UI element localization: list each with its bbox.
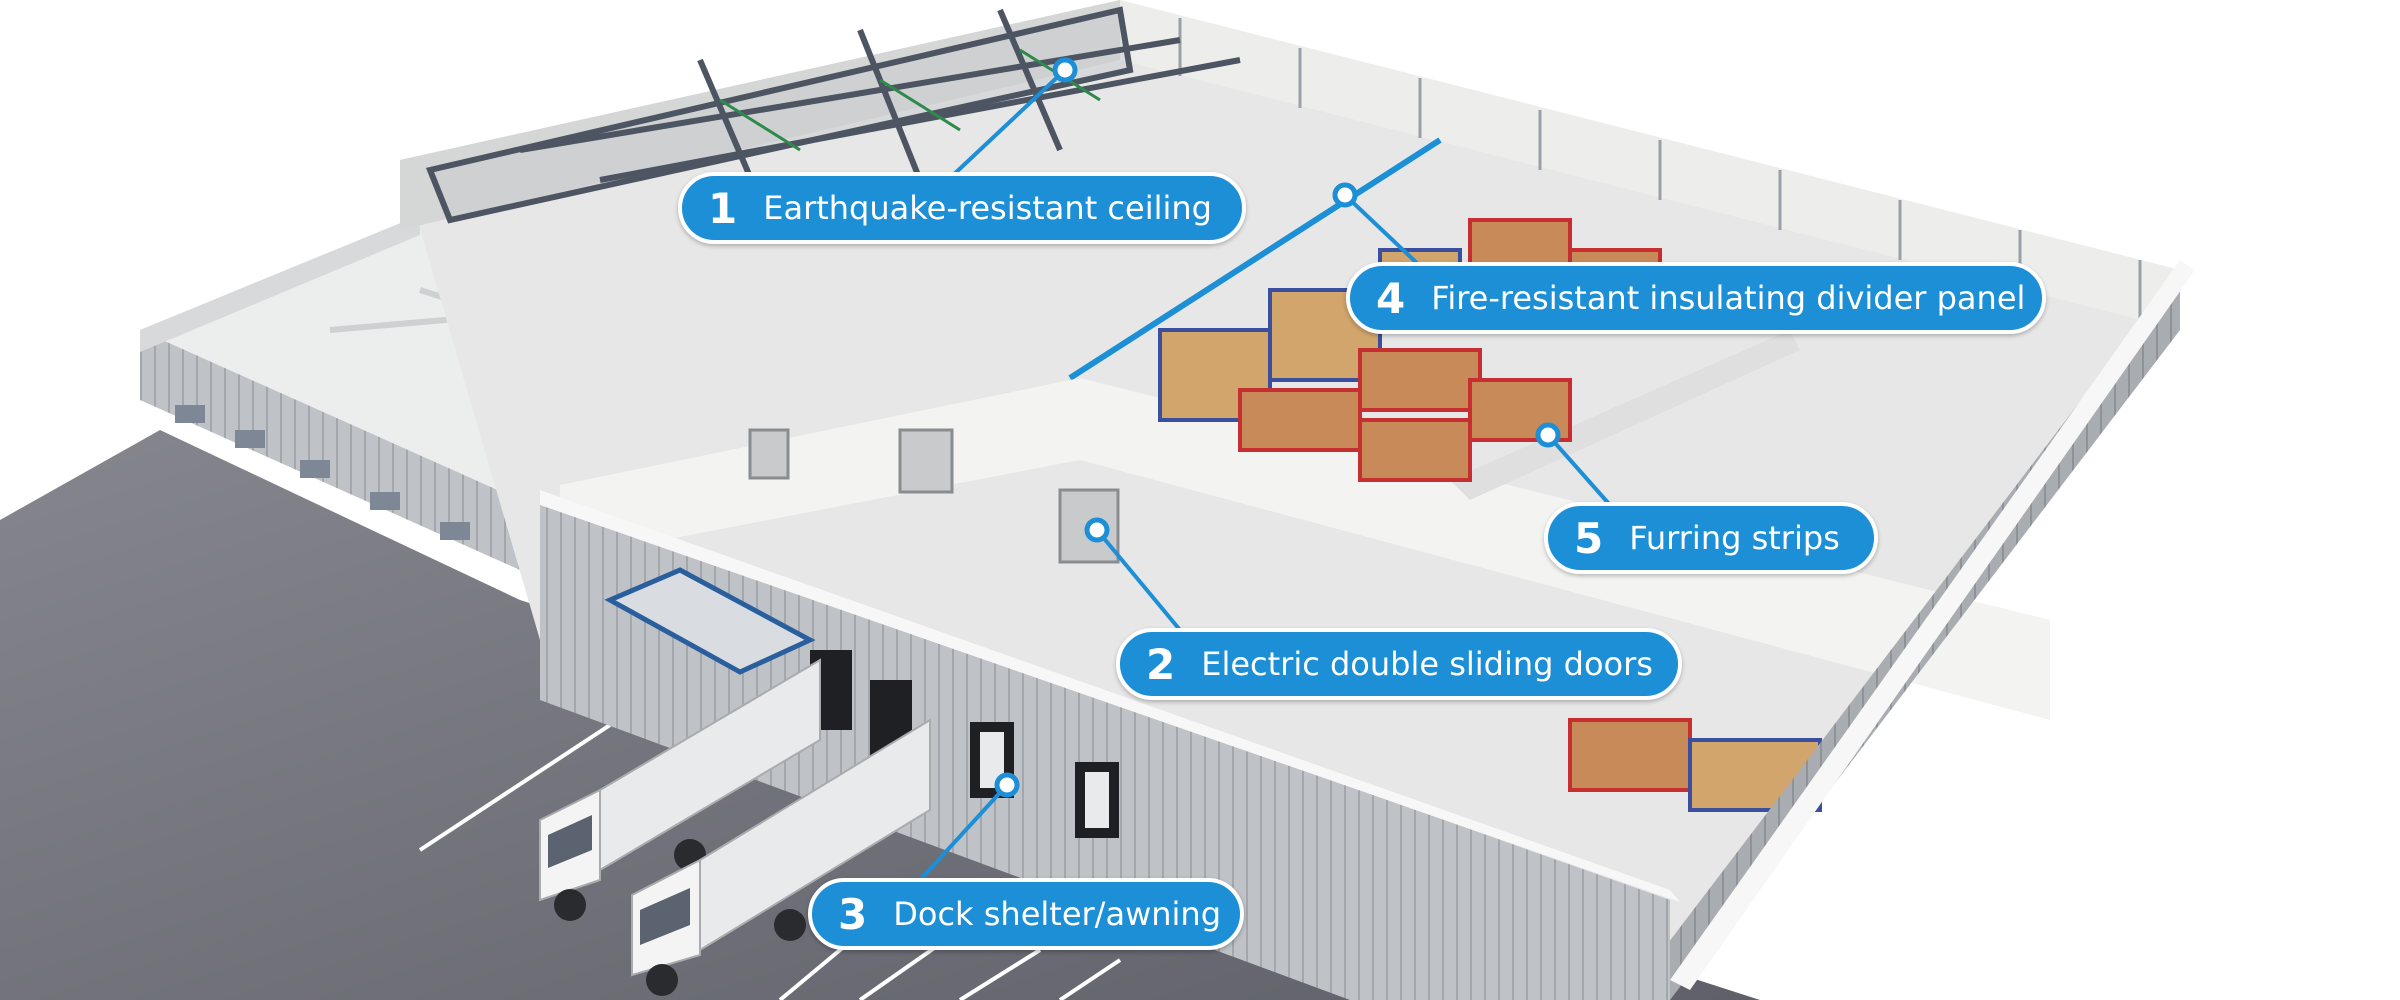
callout-fire-divider: 4 Fire-resistant insulating divider pane…: [1346, 262, 2046, 334]
ceiling-structure: [425, 6, 1241, 224]
leader-points: [994, 57, 1561, 798]
truck-left: [539, 658, 821, 921]
office-outer-wall: [140, 330, 520, 570]
pointer-furring: [1535, 422, 1561, 448]
truck-right: [631, 718, 931, 996]
interior-right-divider: [1450, 330, 1800, 500]
callout-number: 1: [708, 183, 738, 233]
divider-panel: [1068, 137, 1442, 381]
callout-furring-strips: 5 Furring strips: [1544, 502, 1878, 574]
callout-label: Dock shelter/awning: [893, 895, 1221, 933]
callout-label: Fire-resistant insulating divider panel: [1431, 279, 2026, 317]
pointer-ceiling: [1052, 57, 1078, 83]
office-windows: [175, 405, 470, 540]
callout-earthquake-ceiling: 1 Earthquake-resistant ceiling: [678, 172, 1246, 244]
leader-lines: [918, 68, 1612, 882]
pointer-divider: [1332, 182, 1358, 208]
callout-label: Earthquake-resistant ceiling: [763, 189, 1212, 227]
parking-lot: [0, 430, 1760, 1000]
dock-doors: [980, 732, 1109, 828]
front-wall-top: [540, 490, 1680, 902]
right-wall-top: [1670, 260, 2195, 990]
pointer-dock: [994, 772, 1020, 798]
awning: [604, 567, 816, 675]
callout-label: Electric double sliding doors: [1201, 645, 1653, 683]
callout-dock-shelter: 3 Dock shelter/awning: [808, 878, 1244, 950]
office-back-wall: [140, 215, 420, 352]
callout-sliding-doors: 2 Electric double sliding doors: [1116, 628, 1682, 700]
pointer-doors: [1084, 517, 1110, 543]
callout-label: Furring strips: [1629, 519, 1840, 557]
wall-ribs: [1178, 18, 2142, 320]
back-wall-right: [1120, 0, 2180, 330]
callout-number: 2: [1146, 639, 1176, 689]
callout-number: 5: [1574, 513, 1604, 563]
callout-number: 4: [1376, 273, 1406, 323]
front-outer-wall: [540, 500, 1670, 1000]
callout-number: 3: [838, 889, 868, 939]
